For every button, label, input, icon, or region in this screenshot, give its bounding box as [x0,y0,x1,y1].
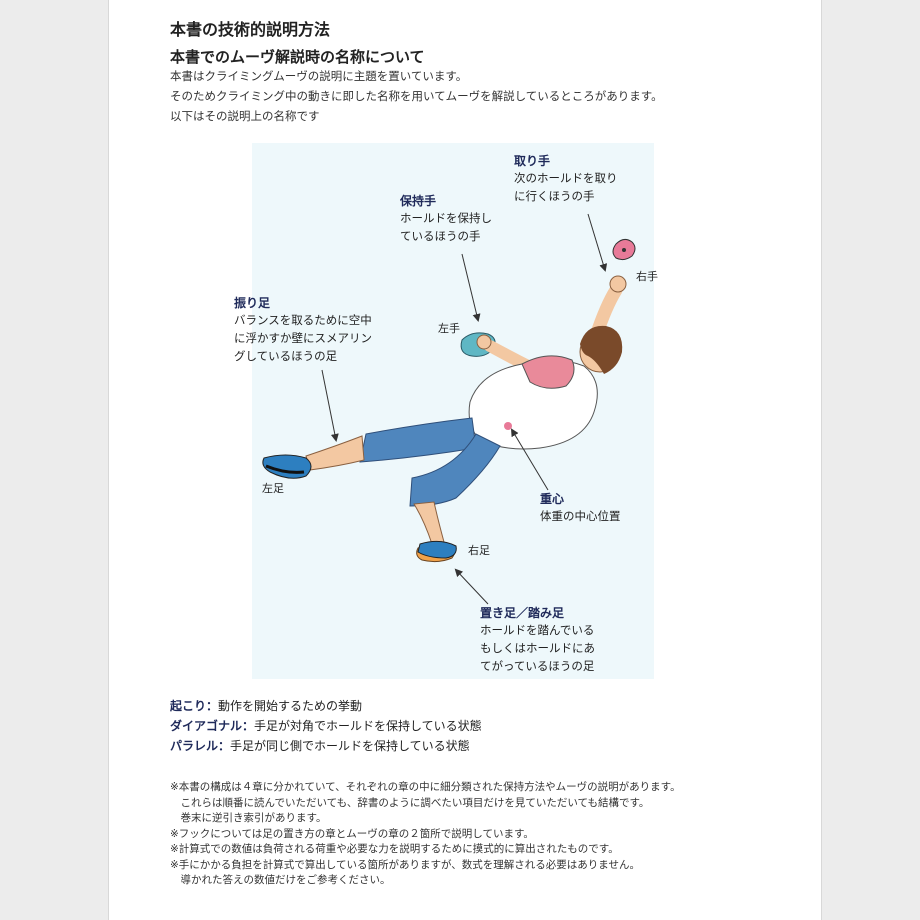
callout-furiashi: 振り足 バランスを取るために空中 に浮かすか壁にスメアリン グしているほうの足 [234,294,372,365]
term-name: 起こり： [170,699,219,713]
term-item: 起こり：動作を開始するための挙動 [170,696,482,716]
term-desc: 手足が同じ側でホールドを保持している状態 [230,739,470,753]
callout-text: 体重の中心位置 [540,509,621,523]
callout-toride: 取り手 次のホールドを取り に行くほうの手 [514,152,618,205]
term-item: ダイアゴナル：手足が対角でホールドを保持している状態 [170,716,482,736]
right-shoe-icon [417,540,457,559]
note-line: ※計算式での数値は負荷される荷重や必要な力を説明するために摸式的に算出されたもの… [170,843,619,855]
intro-line: 本書はクライミングムーヴの説明に主題を置いています。 [170,69,468,83]
callout-text: ホールドを踏んでいる [480,623,595,637]
term-list: 起こり：動作を開始するための挙動 ダイアゴナル：手足が対角でホールドを保持してい… [170,696,482,756]
callout-hojite: 保持手 ホールドを保持し ているほうの手 [400,192,492,245]
intro-line: 以下はその説明上の名称です [170,109,320,123]
label-left-foot: 左足 [262,482,284,495]
arrow-toride [587,213,608,272]
callout-text: 次のホールドを取り [514,171,618,185]
callout-title: 保持手 [400,194,437,208]
note-line: 巻末に逆引き索引があります。 [170,812,327,824]
callout-title: 重心 [540,492,565,506]
term-item: パラレル：手足が同じ側でホールドを保持している状態 [170,736,482,756]
note-line: ※手にかかる負担を計算式で算出している箇所がありますが、数式を理解される必要はあ… [170,858,640,871]
notes: ※本書の構成は４章に分かれていて、それぞれの章の中に細分類された保持方法やムーヴ… [170,780,681,889]
intro-text: 本書はクライミングムーヴの説明に主題を置いています。 そのためクライミング中の動… [170,66,663,126]
arrow-furiashi [321,369,339,442]
callout-text: ホールドを保持し [400,211,492,225]
callout-text: グしているほうの足 [234,349,338,363]
intro-line: そのためクライミング中の動きに即した名称を用いてムーヴを解説しているところがあり… [170,89,663,103]
callout-text: バランスを取るために空中 [234,313,372,327]
callout-text: もしくはホールドにあ [480,641,595,655]
label-left-hand: 左手 [438,322,460,335]
term-name: パラレル： [170,739,231,753]
term-desc: 動作を開始するための挙動 [218,699,363,713]
section-subtitle: 本書でのムーヴ解説時の名称について [170,48,425,66]
term-name: ダイアゴナル： [170,719,255,733]
callout-okiashi: 置き足／踏み足 ホールドを踏んでいる もしくはホールドにあ てがっているほうの足 [480,604,595,675]
callout-title: 置き足／踏み足 [480,606,565,620]
label-right-hand: 右手 [636,270,658,283]
callout-title: 振り足 [234,296,271,310]
callout-text: に浮かすか壁にスメアリン [234,331,372,345]
callout-jushin: 重心 体重の中心位置 [540,490,621,525]
note-line: これらは順番に読んでいただいても、辞書のように調べたい項目だけを見ていただいても… [170,796,650,809]
arrow-hojite [461,253,481,322]
note-line: ※フックについては足の置き方の章とムーヴの章の２箇所で説明しています。 [170,827,534,840]
arrow-okiashi [454,568,489,605]
note-line: ※本書の構成は４章に分かれていて、それぞれの章の中に細分類された保持方法やムーヴ… [170,781,681,793]
page-title: 本書の技術的説明方法 [170,20,331,39]
term-desc: 手足が対角でホールドを保持している状態 [254,719,482,733]
callout-title: 取り手 [514,154,551,168]
callout-text: に行くほうの手 [514,189,595,203]
callout-text: てがっているほうの足 [480,659,595,673]
arrow-jushin [510,428,549,491]
note-line: 導かれた答えの数値だけをご参考ください。 [170,874,391,886]
label-right-foot: 右足 [468,544,490,557]
callout-text: ているほうの手 [400,229,481,243]
